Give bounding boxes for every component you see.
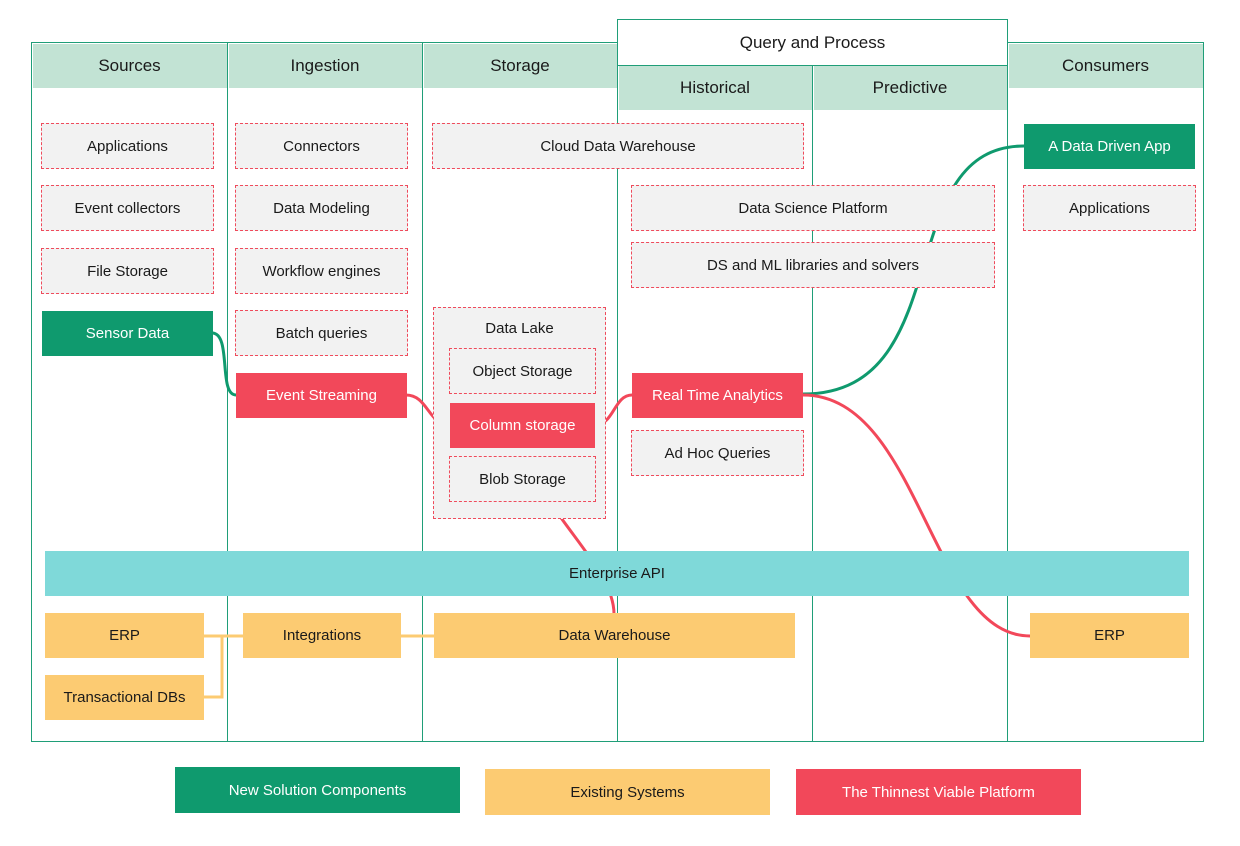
header-sources: Sources	[32, 43, 227, 88]
header-consumers: Consumers	[1008, 43, 1203, 88]
sources-transactional-dbs: Transactional DBs	[45, 675, 204, 720]
legend-existing-systems: Existing Systems	[485, 769, 770, 815]
sources-event-collectors: Event collectors	[41, 185, 214, 231]
sources-applications: Applications	[41, 123, 214, 169]
consumers-applications: Applications	[1023, 185, 1196, 231]
query-real-time-analytics: Real Time Analytics	[632, 373, 803, 418]
storage-blob-storage: Blob Storage	[449, 456, 596, 502]
storage-object-storage: Object Storage	[449, 348, 596, 394]
header-predictive: Predictive	[813, 65, 1007, 110]
query-data-science-platform: Data Science Platform	[631, 185, 995, 231]
consumers-erp: ERP	[1030, 613, 1189, 658]
ingestion-event-streaming: Event Streaming	[236, 373, 407, 418]
ingestion-integrations: Integrations	[243, 613, 401, 658]
header-historical: Historical	[618, 65, 812, 110]
ingestion-connectors: Connectors	[235, 123, 408, 169]
data-lake-title: Data Lake	[485, 320, 554, 337]
ingestion-workflow-engines: Workflow engines	[235, 248, 408, 294]
legend-thinnest-viable-platform: The Thinnest Viable Platform	[796, 769, 1081, 815]
header-storage: Storage	[423, 43, 617, 88]
column-predictive	[812, 64, 1008, 742]
enterprise-api-bar: Enterprise API	[45, 551, 1189, 596]
header-query-and-process: Query and Process	[617, 19, 1008, 66]
storage-column-storage: Column storage	[450, 403, 595, 448]
query-ad-hoc-queries: Ad Hoc Queries	[631, 430, 804, 476]
sources-file-storage: File Storage	[41, 248, 214, 294]
ingestion-batch-queries: Batch queries	[235, 310, 408, 356]
sources-sensor-data: Sensor Data	[42, 311, 213, 356]
query-ds-ml-libraries: DS and ML libraries and solvers	[631, 242, 995, 288]
legend-new-solution-components: New Solution Components	[175, 767, 460, 813]
storage-data-warehouse: Data Warehouse	[434, 613, 795, 658]
sources-erp: ERP	[45, 613, 204, 658]
header-ingestion: Ingestion	[228, 43, 422, 88]
storage-cloud-data-warehouse: Cloud Data Warehouse	[432, 123, 804, 169]
ingestion-data-modeling: Data Modeling	[235, 185, 408, 231]
consumers-data-driven-app: A Data Driven App	[1024, 124, 1195, 169]
